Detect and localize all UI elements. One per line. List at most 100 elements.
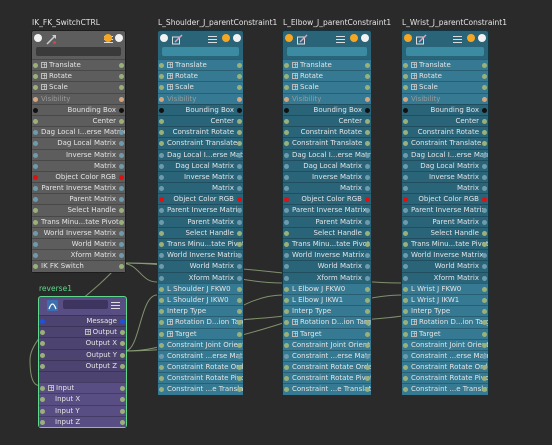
expand-toggle-icon[interactable]: + — [167, 62, 174, 69]
node-ik-fk-switch-ctrl[interactable]: IK_FK_SwitchCTRL +Translate+Rotate+Scale… — [31, 18, 126, 273]
output-port[interactable] — [119, 118, 124, 124]
output-port[interactable] — [482, 141, 487, 147]
input-port[interactable] — [159, 141, 164, 147]
output-port[interactable] — [482, 96, 487, 102]
expand-toggle-icon[interactable]: + — [292, 319, 299, 327]
attribute-row[interactable]: Dag Local I...erse Matrix — [158, 148, 243, 160]
output-port[interactable] — [365, 163, 370, 169]
attribute-row[interactable]: L Elbow J IKW1 — [283, 293, 371, 306]
input-port[interactable] — [159, 353, 164, 359]
attribute-row[interactable]: Center — [402, 114, 488, 127]
attribute-row[interactable]: Constraint Translate — [283, 137, 371, 149]
input-port[interactable] — [403, 118, 408, 124]
input-port[interactable] — [159, 387, 164, 393]
attribute-row[interactable]: +Scale — [32, 81, 125, 93]
output-port[interactable] — [365, 197, 370, 203]
attribute-row[interactable]: +Rotate — [158, 70, 243, 82]
expand-toggle-icon[interactable]: + — [84, 329, 91, 337]
attribute-row[interactable] — [39, 370, 126, 383]
attribute-row[interactable]: Dag Local Matrix — [158, 159, 243, 171]
expand-toggle-icon[interactable]: + — [167, 84, 174, 92]
attribute-row[interactable]: Trans Minu...tate Pivot — [32, 215, 125, 227]
output-port[interactable] — [365, 331, 370, 337]
input-pin[interactable] — [404, 34, 412, 42]
output-port[interactable] — [482, 275, 487, 281]
attribute-row[interactable]: Constraint ...erse Matrix — [158, 349, 243, 362]
input-port[interactable] — [159, 107, 164, 113]
output-port[interactable] — [237, 353, 242, 359]
attribute-row[interactable]: World Matrix — [32, 238, 125, 250]
input-port[interactable] — [33, 74, 38, 80]
attribute-row[interactable]: L Elbow J FKW0 — [283, 282, 371, 294]
input-port[interactable] — [159, 96, 164, 102]
attribute-row[interactable]: +Scale — [283, 81, 371, 93]
expand-toggle-icon[interactable]: + — [167, 73, 174, 81]
attribute-row[interactable]: Constraint ...e Translate — [283, 383, 371, 395]
input-port[interactable] — [159, 253, 164, 259]
attribute-row[interactable]: Visibility — [283, 92, 371, 104]
input-port[interactable] — [403, 174, 408, 180]
output-port[interactable] — [365, 297, 370, 303]
output-port[interactable] — [365, 208, 370, 214]
input-port[interactable] — [284, 107, 289, 113]
input-port[interactable] — [403, 242, 408, 247]
input-port[interactable] — [284, 309, 289, 315]
output-port[interactable] — [237, 242, 242, 247]
message-pin[interactable] — [350, 34, 358, 42]
output-port[interactable] — [120, 386, 125, 392]
input-port[interactable] — [159, 242, 164, 247]
input-port[interactable] — [403, 297, 408, 303]
output-port[interactable] — [365, 219, 370, 225]
expand-toggle-icon[interactable]: + — [292, 62, 299, 69]
input-port[interactable] — [159, 331, 164, 337]
attribute-row[interactable]: Select Handle — [158, 226, 243, 238]
output-port[interactable] — [120, 419, 125, 425]
attribute-row[interactable]: World Matrix — [283, 260, 371, 272]
output-port[interactable] — [120, 408, 125, 414]
output-port[interactable] — [120, 397, 125, 403]
input-port[interactable] — [33, 253, 38, 259]
attribute-row[interactable]: L Shoulder J IKW0 — [158, 293, 243, 306]
attribute-row[interactable]: Dag Local I...erse Matrix — [283, 148, 371, 160]
output-port[interactable] — [482, 376, 487, 382]
attribute-row[interactable]: Dag Local Matrix — [402, 159, 488, 171]
output-port[interactable] — [482, 197, 487, 203]
attribute-row[interactable]: Xform Matrix — [32, 249, 125, 261]
input-port[interactable] — [403, 63, 408, 68]
attribute-row[interactable]: IK FK Switch — [32, 260, 125, 272]
input-port[interactable] — [40, 330, 45, 336]
output-port[interactable] — [119, 242, 124, 247]
node-header[interactable] — [402, 31, 488, 59]
attribute-row[interactable]: Constraint Joint Orient — [158, 338, 243, 350]
attribute-row[interactable]: Constraint Rotate — [283, 126, 371, 138]
output-port[interactable] — [119, 96, 124, 102]
attribute-row[interactable]: World Matrix — [402, 260, 488, 272]
output-port[interactable] — [237, 331, 242, 337]
attribute-row[interactable]: +Rotate — [402, 70, 488, 82]
output-port[interactable] — [365, 309, 370, 315]
input-port[interactable] — [40, 341, 45, 347]
output-port[interactable] — [482, 365, 487, 371]
input-port[interactable] — [33, 85, 38, 91]
input-port[interactable] — [33, 130, 38, 136]
input-port[interactable] — [403, 342, 408, 348]
attribute-row[interactable]: Visibility — [402, 92, 488, 104]
attribute-row[interactable]: World Matrix — [158, 260, 243, 272]
attribute-row[interactable]: World Inverse Matrix — [158, 249, 243, 261]
output-port[interactable] — [482, 242, 487, 247]
output-port[interactable] — [365, 107, 370, 113]
output-port[interactable] — [119, 230, 124, 236]
input-port[interactable] — [33, 230, 38, 236]
input-port[interactable] — [33, 197, 38, 203]
input-port[interactable] — [33, 152, 38, 158]
output-port[interactable] — [237, 208, 242, 214]
output-pin[interactable] — [233, 34, 241, 42]
display-mode-button[interactable] — [208, 34, 217, 43]
node-header[interactable] — [283, 31, 371, 59]
output-port[interactable] — [237, 309, 242, 315]
output-port[interactable] — [482, 63, 487, 68]
input-port[interactable] — [403, 230, 408, 236]
expand-toggle-icon[interactable]: + — [167, 319, 174, 327]
attribute-row[interactable]: Constraint Rotate Order — [158, 361, 243, 373]
input-port[interactable] — [403, 107, 408, 113]
